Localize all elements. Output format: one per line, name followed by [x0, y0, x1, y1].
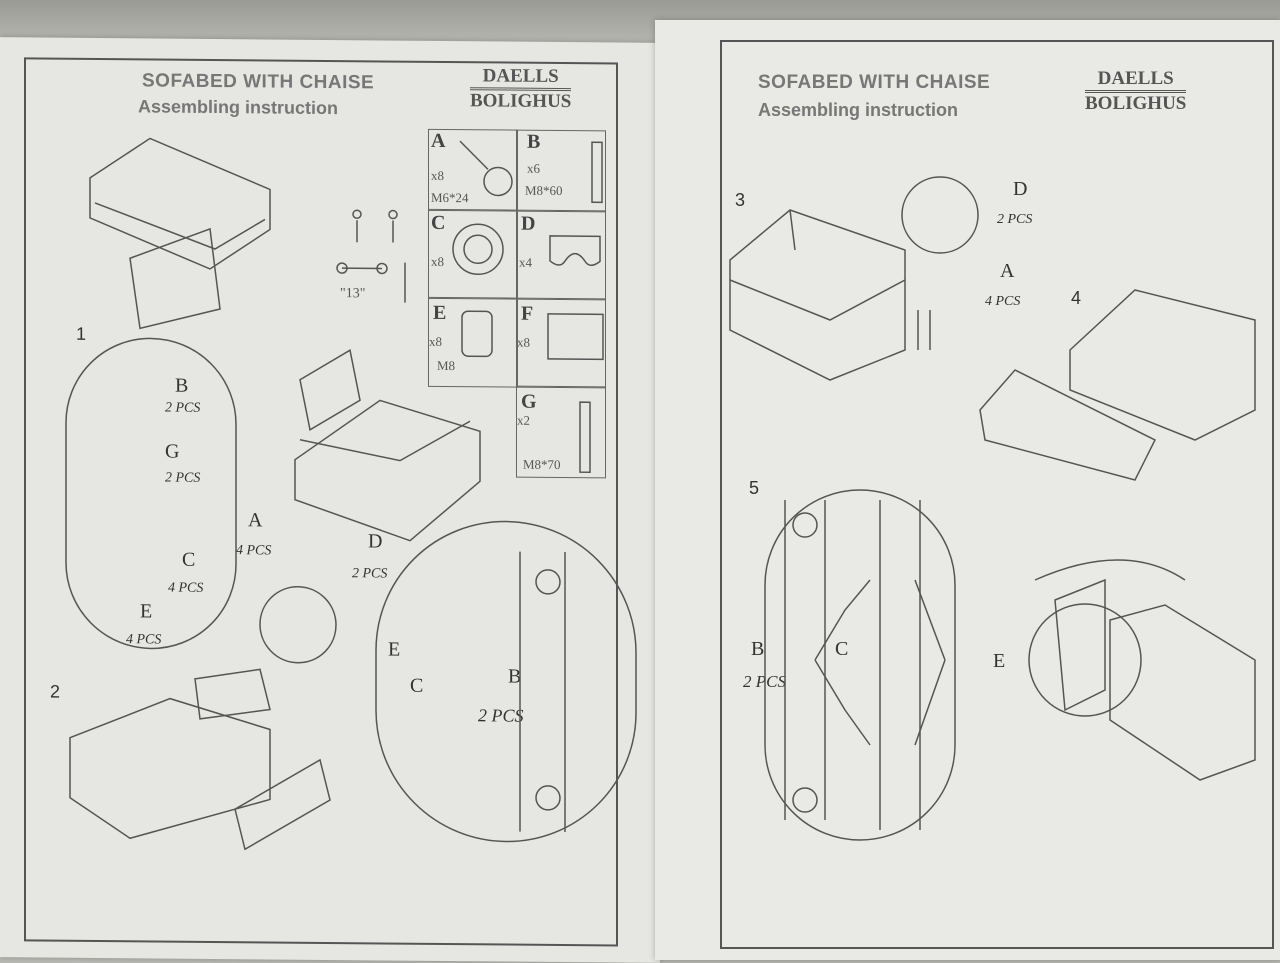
brand-logo: DAELLS BOLIGHUS: [1085, 68, 1187, 115]
logo-top: DAELLS: [1085, 68, 1187, 93]
page-subtitle: Assembling instruction: [758, 100, 959, 120]
callout-qty: 2 PCS: [997, 212, 1033, 227]
chaise-box-drawing: [294, 348, 481, 542]
part-screw-icon: [459, 140, 513, 197]
person-icons: [352, 209, 398, 243]
part-pad-icon: [547, 313, 604, 361]
assembly-drawings-right: [729, 176, 1256, 841]
sofa-step3-drawing: [729, 209, 906, 381]
part-washer-icon: [452, 223, 504, 276]
part-nut-icon: [461, 310, 493, 358]
chaise-step2-drawing: [69, 668, 331, 851]
callout-letter: E: [993, 650, 1006, 672]
step-number: 3: [735, 190, 746, 210]
detail-circle-step3: [901, 176, 979, 350]
part-bracket-icon: [549, 235, 601, 267]
step-number: 4: [1071, 288, 1082, 308]
callout-letter: B: [751, 638, 765, 660]
assembly-drawings-left: [65, 137, 637, 851]
detail-circle-small: [259, 585, 337, 664]
callout-letter: C: [835, 638, 849, 660]
callout-qty: 4 PCS: [985, 294, 1021, 309]
sofa-overview-drawing: [89, 137, 271, 330]
detail-bubble-step1: [65, 337, 237, 650]
detail-bubble-step5: [764, 489, 956, 841]
logo-bottom: BOLIGHUS: [1085, 93, 1187, 114]
instruction-page-left: SOFABED WITH CHAISE Assembling instructi…: [0, 37, 660, 963]
callout-letter: D: [1013, 178, 1028, 200]
sofa-step4-drawing: [979, 289, 1256, 481]
wrench-icon: [336, 262, 388, 275]
instruction-page-right: SOFABED WITH CHAISE Assembling instructi…: [655, 20, 1280, 960]
page-title: SOFABED WITH CHAISE: [758, 72, 991, 93]
part-bolt-icon: [579, 141, 603, 474]
detail-bubble-fittings: [375, 520, 637, 843]
callout-letter: A: [1000, 260, 1015, 282]
chaise-step5-drawing: [1028, 559, 1256, 781]
page-frame: [720, 40, 1274, 949]
step-number: 5: [749, 478, 760, 498]
